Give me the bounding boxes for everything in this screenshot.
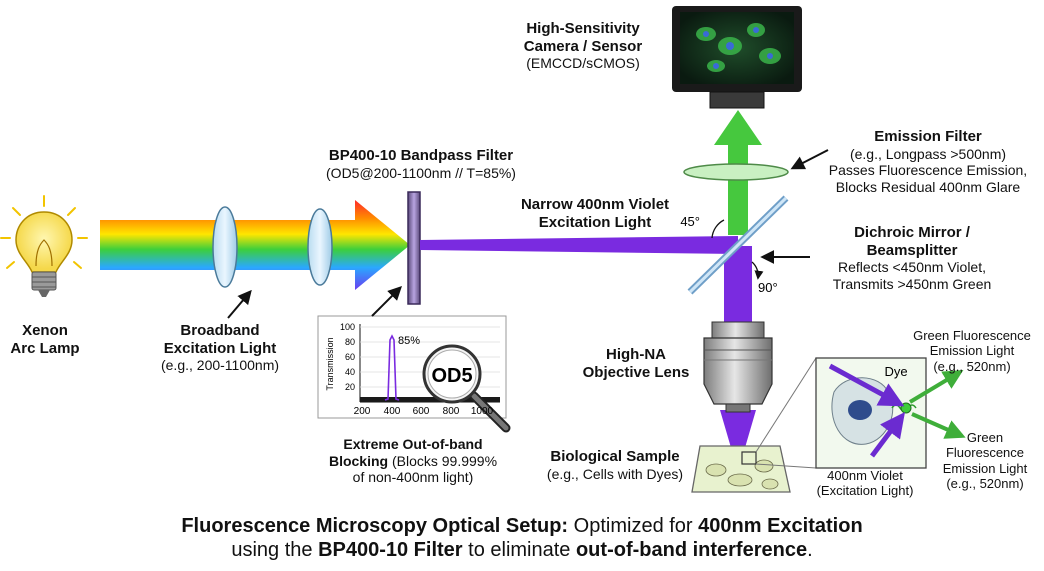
green-top-l1: Green Fluorescence [913, 328, 1031, 343]
green-top-l3: (e.g., 520nm) [933, 358, 1011, 374]
x-tick-200: 200 [354, 406, 371, 417]
caption-l2-mid: to eliminate [462, 539, 576, 562]
lamp-label: Xenon Arc Lamp [0, 322, 90, 357]
y-tick-100: 100 [340, 322, 355, 332]
violet-l1: 400nm Violet [827, 468, 903, 483]
caption-l1-bold: Fluorescence Microscopy Optical Setup: [181, 515, 569, 537]
violet-beam-down [724, 246, 752, 330]
green-bottom-l3: Emission Light [942, 460, 1028, 476]
x-tick-400: 400 [384, 406, 401, 417]
broadband-label-l2: Excitation Light [163, 339, 277, 357]
x-tick-600: 600 [413, 406, 430, 417]
caption-l1-bold2: 400nm Excitation [698, 515, 863, 537]
y-tick-20: 20 [345, 382, 355, 392]
filter-label: BP400-10 Bandpass Filter (OD5@200-1100nm… [296, 147, 546, 181]
transmission-peak [384, 334, 400, 401]
dichroic-l2: Beamsplitter [866, 241, 958, 259]
green-bottom-l2: Fluorescence [945, 445, 1025, 461]
lamp-bulb-icon [0, 195, 88, 297]
violet-excitation-label: 400nm Violet (Excitation Light) [800, 468, 930, 499]
magnifier-icon [422, 344, 511, 433]
angle-45-arc [711, 219, 725, 239]
objective-l1: High-NA [606, 346, 666, 363]
green-bottom-l4: (e.g., 520nm) [946, 475, 1024, 491]
y-tick-60: 60 [345, 352, 355, 362]
violet-l2: (Excitation Light) [816, 483, 914, 499]
emission-filter-label: Emission Filter (e.g., Longpass >500nm) … [818, 128, 1038, 195]
dichroic-l1: Dichroic Mirror / [854, 224, 970, 241]
blocking-l2-bold: Blocking [328, 452, 389, 469]
broadband-label-l3: (e.g., 200-1100nm) [160, 357, 280, 374]
blocking-l2-rest: (Blocks 99.999% [388, 452, 498, 469]
bandpass-filter [407, 191, 421, 305]
x-tick-1000: 1000 [471, 406, 494, 417]
magnifier-label: OD5 [431, 365, 472, 387]
caption-l2-a: using the [231, 539, 319, 562]
emission-filter-l2: (e.g., Longpass >500nm) [849, 145, 1007, 162]
broadband-beam [100, 200, 410, 290]
condenser-lens-2 [307, 208, 333, 286]
cell-zoom-inset [815, 357, 966, 469]
camera-icon [672, 6, 802, 109]
figure-caption: Fluorescence Microscopy Optical Setup: O… [0, 514, 1044, 563]
dye-label: Dye [884, 364, 907, 379]
y-tick-80: 80 [345, 337, 355, 347]
blocking-label: Extreme Out-of-band Blocking (Blocks 99.… [308, 436, 518, 486]
broadband-label: Broadband Excitation Light (e.g., 200-11… [140, 322, 300, 374]
caption-l2-bold: BP400-10 Filter [318, 539, 463, 562]
angle-45-label: 45° [680, 214, 700, 229]
camera-l1: High-Sensitivity [526, 20, 640, 37]
peak-label: 85% [398, 335, 420, 347]
caption-l2-end: . [807, 539, 813, 562]
camera-l2: Camera / Sensor [523, 37, 643, 55]
dichroic-label: Dichroic Mirror / Beamsplitter Reflects … [812, 224, 1012, 292]
violet-beam-horizontal [420, 236, 738, 254]
y-tick-40: 40 [345, 367, 355, 377]
sample-l2: (e.g., Cells with Dyes) [546, 465, 684, 482]
green-top-l2: Emission Light [929, 343, 1015, 359]
green-bottom-l1: Green [966, 430, 1004, 445]
objective-label: High-NA Objective Lens [574, 346, 698, 381]
filter-title: BP400-10 Bandpass Filter [328, 147, 514, 164]
sample-label: Biological Sample (e.g., Cells with Dyes… [530, 448, 700, 482]
blocking-l3: of non-400nm light) [352, 469, 474, 486]
violet-focus-cone [720, 410, 756, 458]
narrow-beam-label: Narrow 400nm Violet Excitation Light [500, 196, 690, 231]
angle-90-label: 90° [758, 280, 778, 295]
camera-label: High-Sensitivity Camera / Sensor (EMCCD/… [488, 20, 678, 72]
green-emission-bottom-label: Green Fluorescence Emission Light (e.g.,… [930, 430, 1040, 491]
emission-filter-l4: Blocks Residual 400nm Glare [835, 178, 1021, 195]
emission-filter-disc [683, 163, 789, 181]
emission-filter-title: Emission Filter [874, 128, 982, 145]
caption-l1-mid: Optimized for [568, 515, 699, 537]
lamp-label-l1: Xenon [22, 322, 68, 339]
x-tick-800: 800 [443, 406, 460, 417]
blocking-l1: Extreme Out-of-band [343, 436, 483, 452]
caption-l2-bold2: out-of-band interference [575, 539, 808, 562]
emission-filter-l3: Passes Fluorescence Emission, [828, 162, 1028, 179]
broadband-label-l1: Broadband [180, 322, 260, 339]
angle-90-arc [751, 261, 764, 280]
filter-spec: (OD5@200-1100nm // T=85%) [326, 164, 516, 181]
objective-l2: Objective Lens [582, 363, 690, 381]
plot-ylabel: Transmission [325, 337, 335, 390]
dichroic-l3: Reflects <450nm Violet, [838, 259, 986, 276]
condenser-lens-1 [212, 206, 238, 288]
camera-l3: (EMCCD/sCMOS) [526, 55, 640, 72]
sample-dish-icon [691, 445, 791, 493]
narrow-beam-l2: Excitation Light [538, 213, 652, 231]
green-emission-top-label: Green Fluorescence Emission Light (e.g.,… [900, 328, 1044, 374]
lamp-label-l2: Arc Lamp [10, 339, 80, 357]
dichroic-l4: Transmits >450nm Green [832, 275, 992, 292]
narrow-beam-l1: Narrow 400nm Violet [520, 196, 670, 213]
objective-lens-icon [703, 321, 773, 413]
sample-l1: Biological Sample [550, 448, 680, 465]
